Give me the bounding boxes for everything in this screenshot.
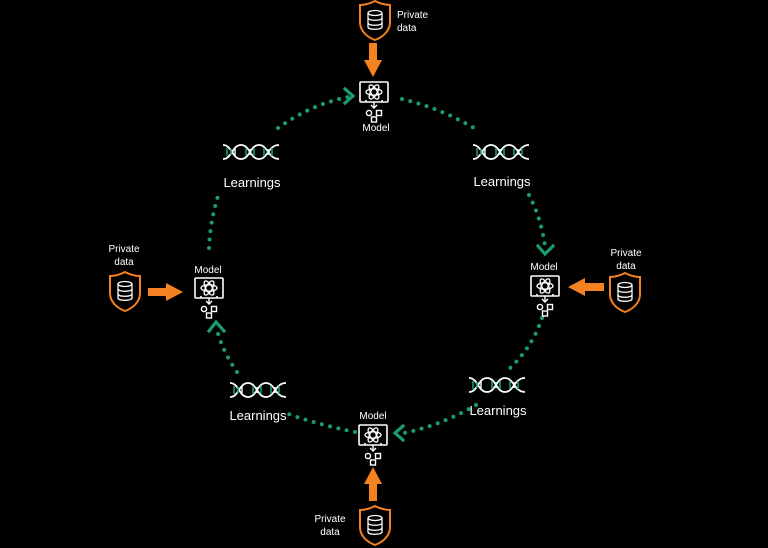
private-data-label: Private	[397, 10, 429, 21]
database-shield-icon	[359, 0, 391, 41]
arrow-down-icon	[364, 43, 382, 77]
arrow-left-icon	[568, 278, 604, 296]
connector-bottom-right-arc	[402, 403, 478, 435]
dna-helix-icon	[222, 144, 280, 160]
dna-helix-icon	[468, 377, 526, 393]
connector-top-left-arc	[276, 95, 350, 130]
dna-helix-icon	[472, 144, 530, 160]
node-right: Model Private data	[530, 248, 642, 317]
connectors	[207, 95, 547, 435]
model-label: Model	[530, 262, 557, 273]
learnings-label: Learnings	[223, 175, 281, 190]
model-label: Model	[362, 123, 389, 134]
node-left: Model Private data	[108, 244, 224, 319]
chevron-right-icon	[342, 86, 356, 106]
private-data-label: Private	[108, 244, 140, 255]
learnings-top-right: Learnings	[472, 144, 531, 189]
node-bottom: Model Private data	[314, 411, 391, 546]
connector-right-lower-arc	[506, 316, 544, 372]
database-shield-icon	[109, 271, 141, 312]
model-network-icon	[530, 275, 560, 317]
learnings-label: Learnings	[473, 174, 531, 189]
model-label: Model	[194, 265, 221, 276]
dna-helix-icon	[229, 382, 287, 398]
private-data-label: data	[616, 261, 636, 272]
node-top: Private data Model	[359, 0, 429, 134]
arrow-up-icon	[364, 467, 382, 501]
connector-left-upper-arc	[207, 194, 220, 250]
chevron-down-icon	[535, 243, 556, 257]
connector-top-right-arc	[400, 97, 476, 130]
database-shield-icon	[609, 272, 641, 313]
learnings-bottom-left: Learnings	[229, 382, 287, 423]
database-shield-icon	[359, 505, 391, 546]
chevron-left-icon	[392, 423, 406, 443]
model-network-icon	[194, 277, 224, 319]
learnings-label: Learnings	[469, 403, 527, 418]
learnings-label: Learnings	[229, 408, 287, 423]
connector-left-lower-arc	[215, 328, 239, 374]
learnings-top-left: Learnings	[222, 144, 281, 190]
model-network-icon	[358, 424, 388, 466]
arrow-right-icon	[148, 283, 183, 301]
private-data-label: Private	[314, 514, 346, 525]
private-data-label: data	[320, 527, 340, 538]
learnings-bottom-right: Learnings	[468, 377, 527, 418]
chevron-up-icon	[206, 319, 227, 334]
model-network-icon	[359, 81, 389, 123]
connector-bottom-left-arc	[281, 410, 357, 434]
connector-right-upper-arc	[527, 193, 547, 248]
data-arrows	[148, 43, 604, 501]
model-label: Model	[359, 411, 386, 422]
private-data-label: Private	[610, 248, 642, 259]
private-data-label: data	[397, 23, 417, 34]
flow-chevrons	[206, 86, 556, 443]
private-data-label: data	[114, 257, 134, 268]
